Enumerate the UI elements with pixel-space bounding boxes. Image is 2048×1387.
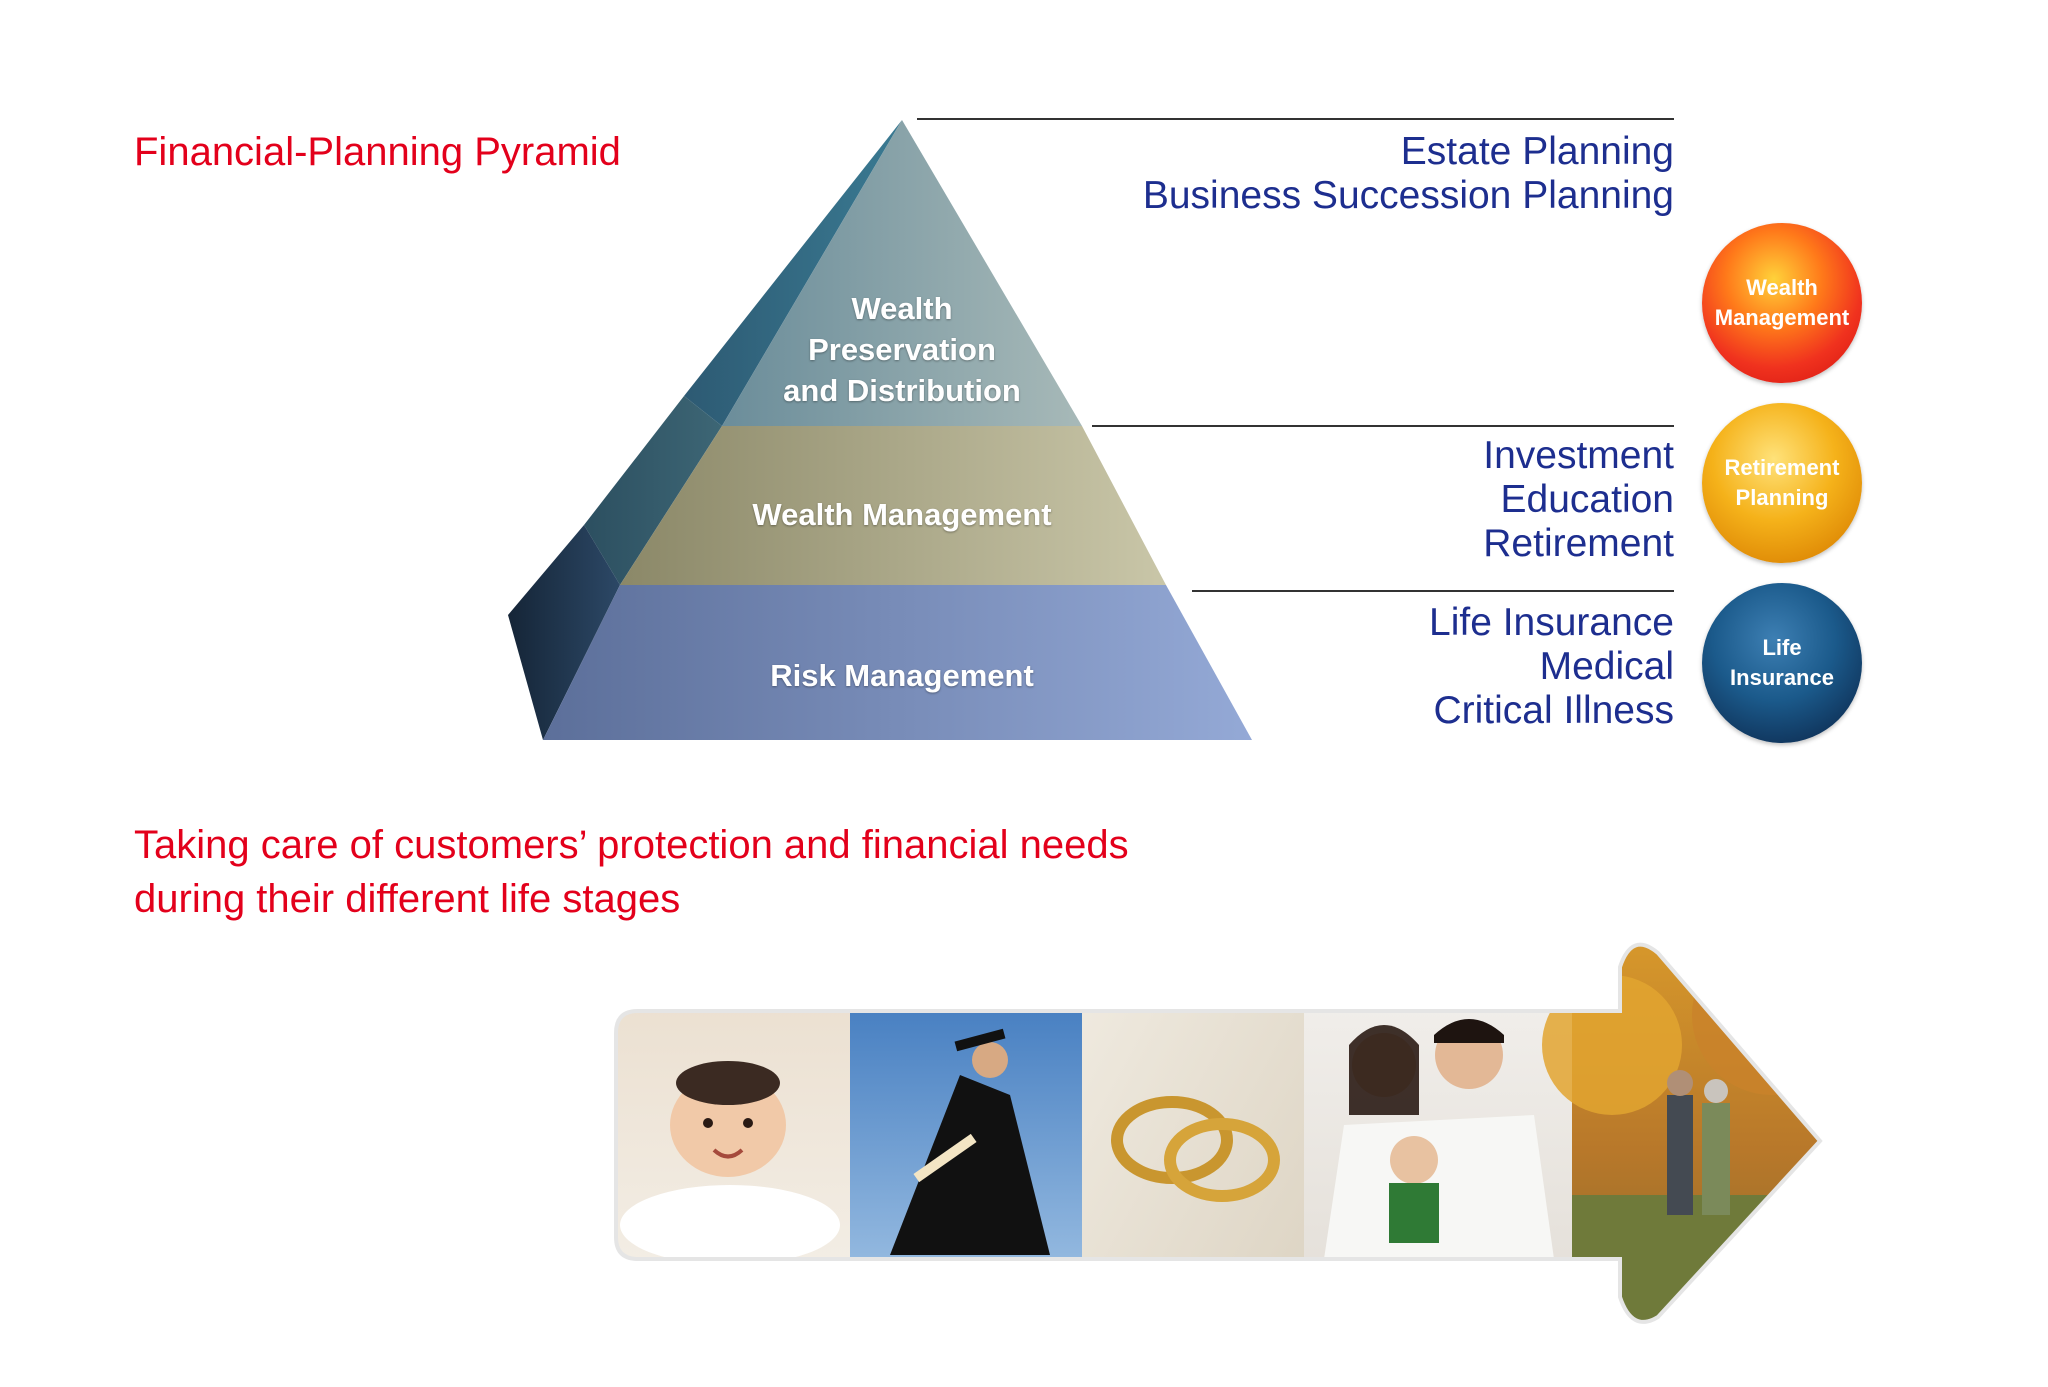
divider-bottom — [1192, 590, 1674, 592]
pyramid-side-bottom — [508, 525, 620, 740]
baby-photo — [616, 944, 850, 1322]
circle-wealth-management: Wealth Management — [1702, 223, 1862, 383]
graduation-photo — [850, 944, 1082, 1322]
pyramid-tier-middle — [620, 426, 1166, 585]
pyramid-tier-top — [722, 120, 1082, 426]
list-item: Investment — [1483, 434, 1674, 477]
list-item: Retirement — [1483, 522, 1674, 565]
pyramid-top-label-line: and Distribution — [783, 373, 1021, 408]
pyramid-top-label: Wealth Preservation and Distribution — [742, 288, 1062, 411]
list-middle: Investment Education Retirement — [1174, 434, 1674, 566]
pyramid-diagram — [508, 120, 1252, 740]
circle-life-insurance: Life Insurance — [1702, 583, 1862, 743]
pyramid-side-middle — [584, 396, 722, 585]
elderly-couple-photo — [1542, 944, 1820, 1322]
pyramid-middle-label: Wealth Management — [752, 497, 1052, 532]
list-bottom: Life Insurance Medical Critical Illness — [1174, 601, 1674, 733]
list-item: Business Succession Planning — [1142, 174, 1674, 217]
list-item: Estate Planning — [1400, 130, 1674, 173]
pyramid-side-top — [684, 120, 902, 426]
life-stages-arrow — [614, 942, 1823, 1324]
circle-retirement-planning: Retirement Planning — [1702, 403, 1862, 563]
list-top: Estate Planning Business Succession Plan… — [974, 130, 1674, 218]
subtitle: Taking care of customers’ protection and… — [134, 818, 1129, 926]
pyramid-top-label-line: Wealth — [851, 291, 953, 326]
circle-label-line: Wealth — [1746, 275, 1818, 300]
divider-top — [917, 118, 1674, 120]
subtitle-line: Taking care of customers’ protection and… — [134, 823, 1129, 867]
list-item: Education — [1500, 478, 1674, 521]
subtitle-line: during their different life stages — [134, 877, 681, 921]
circle-label-line: Retirement — [1724, 455, 1840, 480]
circle-label-line: Planning — [1735, 485, 1829, 510]
circle-label-line: Insurance — [1730, 665, 1834, 690]
circle-label-line: Management — [1714, 305, 1850, 330]
divider-middle — [1092, 425, 1674, 427]
list-item: Life Insurance — [1429, 601, 1674, 644]
circle-label-line: Life — [1762, 635, 1802, 660]
pyramid-top-label-line: Preservation — [808, 332, 996, 367]
wedding-rings-photo — [1082, 944, 1304, 1322]
pyramid-tier-bottom — [543, 585, 1252, 740]
list-item: Medical — [1539, 645, 1674, 688]
list-item: Critical Illness — [1433, 689, 1674, 732]
page-title: Financial-Planning Pyramid — [134, 130, 621, 174]
family-photo — [1304, 944, 1572, 1322]
pyramid-bottom-label: Risk Management — [770, 658, 1034, 693]
